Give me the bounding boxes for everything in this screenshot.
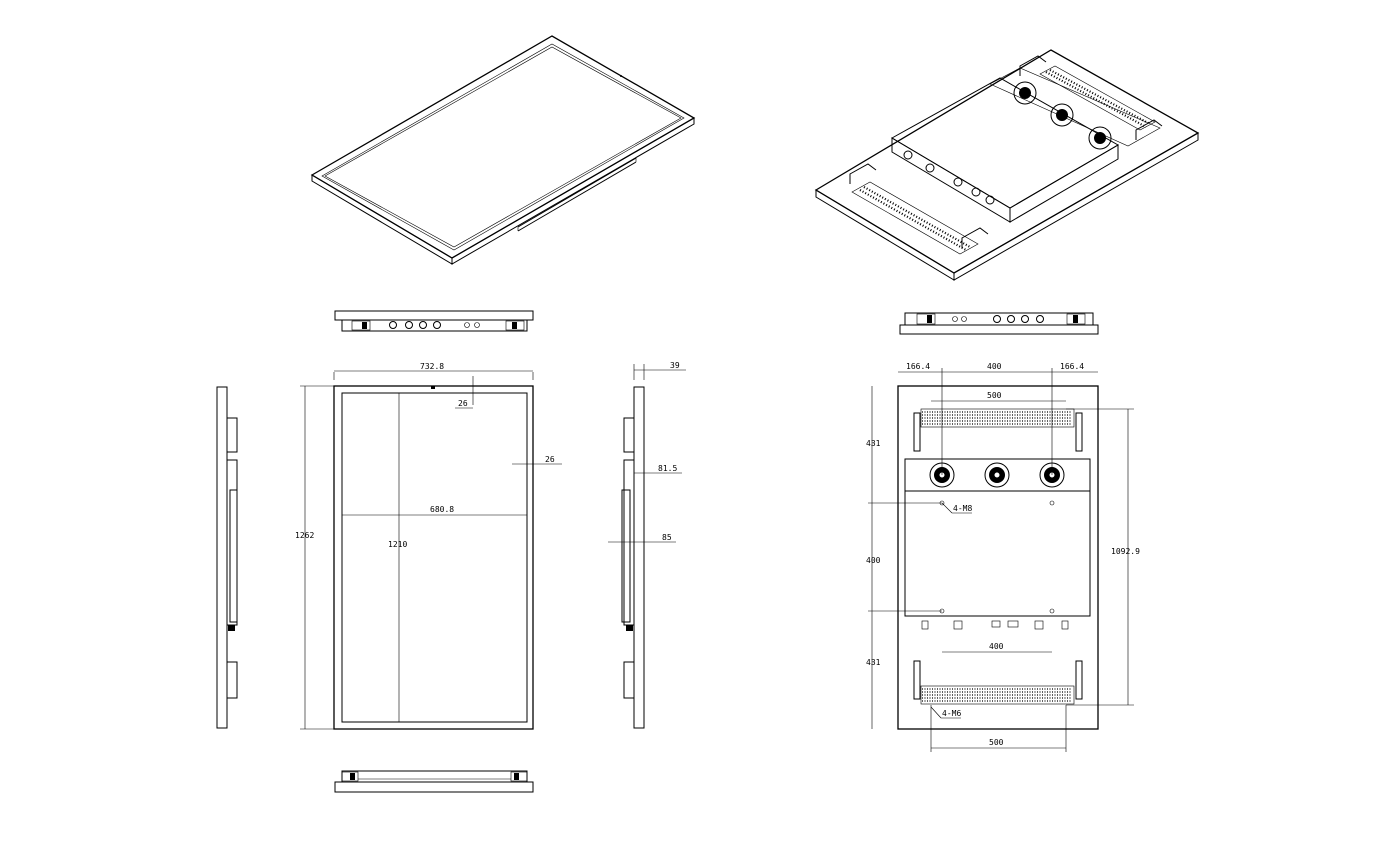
dim-active-height: 1210 [388,540,407,549]
dim-active-width: 680.8 [430,505,454,514]
dim-offset-top: 431 [866,439,881,448]
dim-height: 1262 [295,531,314,540]
dim-offset-bottom: 431 [866,658,881,667]
back-view [868,368,1134,752]
dim-handle-top: 500 [987,391,1002,400]
dim-width: 732.8 [420,362,444,371]
dim-depth-mid: 81.5 [658,464,677,473]
dim-depth: 39 [670,361,680,370]
dim-mount-left: 166.4 [906,362,930,371]
callout-screw-upper: 4-M8 [953,504,972,513]
side-dimension-lines [608,364,686,543]
front-view [300,370,562,730]
dim-depth-back: 85 [662,533,672,542]
iso-back-view [814,49,1200,281]
callout-screw-lower: 4-M6 [942,709,961,718]
left-side-view [216,386,238,729]
dim-handle-vertical: 1092.9 [1111,547,1140,556]
dim-mount-mid: 400 [987,362,1002,371]
top-edge-view [334,310,534,332]
dim-mount-right: 166.4 [1060,362,1084,371]
bottom-edge-view [334,770,534,793]
dim-top-border: 26 [458,399,468,408]
top-edge-view-right [899,312,1099,335]
right-side-view [621,386,645,729]
dim-vesa-bottom: 400 [989,642,1004,651]
dim-vesa-vertical: 400 [866,556,881,565]
iso-front-view [310,35,696,265]
dim-handle-bottom: 500 [989,738,1004,747]
dim-side-border: 26 [545,455,555,464]
